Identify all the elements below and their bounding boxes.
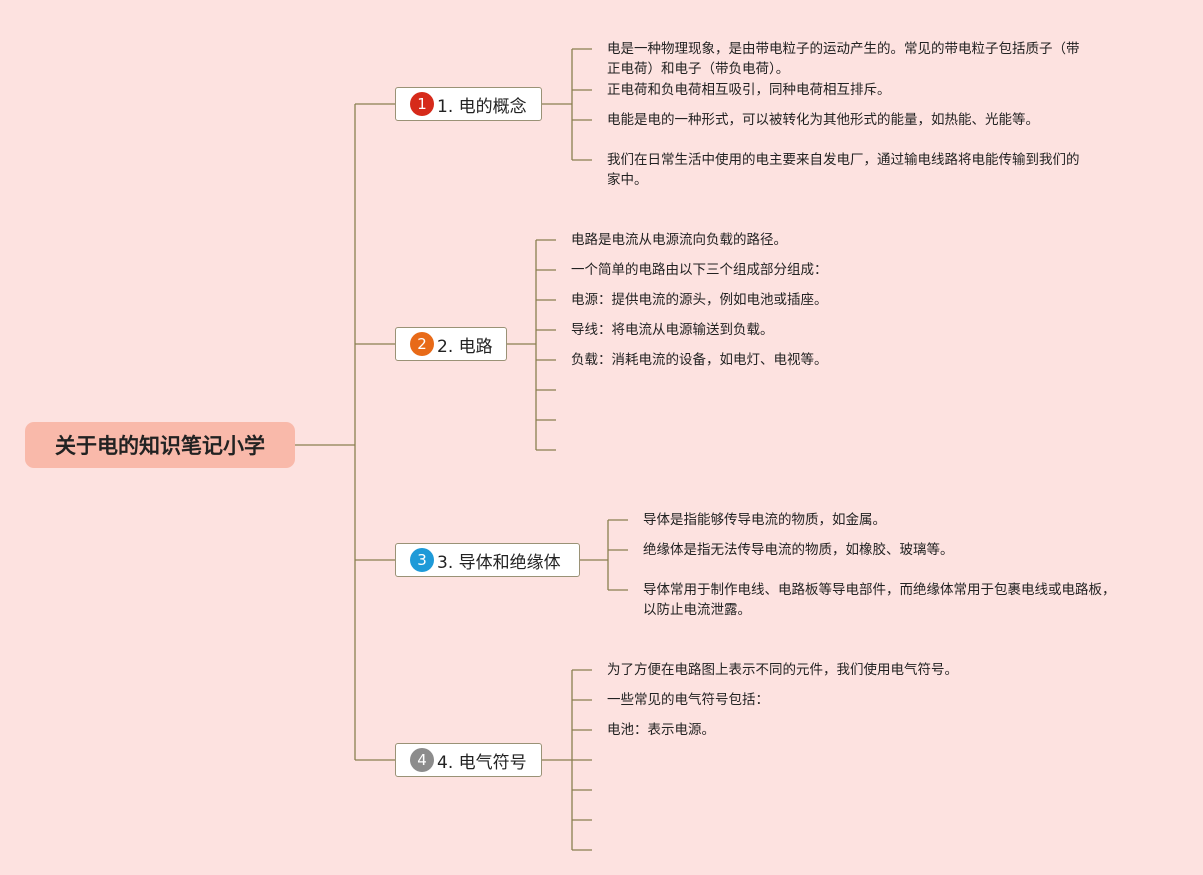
leaf-note-line: 家中。 (607, 172, 648, 188)
leaf-note-line: 电源：提供电流的源头，例如电池或插座。 (571, 292, 828, 308)
number-badge-icon: 2 (410, 332, 434, 356)
leaf-note-line: 正电荷）和电子（带负电荷）。 (607, 61, 790, 77)
leaf-note-line: 导线：将电流从电源输送到负载。 (571, 322, 774, 338)
leaf-note-line: 以防止电流泄露。 (643, 602, 751, 618)
topic-label: 2. 电路 (437, 336, 493, 357)
number-badge-icon: 1 (410, 92, 434, 116)
leaf-note-line: 为了方便在电路图上表示不同的元件，我们使用电气符号。 (607, 662, 958, 678)
leaf-note[interactable]: 电能是电的一种形式，可以被转化为其他形式的能量，如热能、光能等。 (607, 110, 1039, 130)
leaf-note[interactable]: 导体是指能够传导电流的物质，如金属。 (643, 510, 886, 530)
leaf-note-line: 电能是电的一种形式，可以被转化为其他形式的能量，如热能、光能等。 (607, 112, 1039, 128)
leaf-note-line: 电池：表示电源。 (607, 722, 715, 738)
leaf-note-line: 电路是电流从电源流向负载的路径。 (571, 232, 787, 248)
leaf-note[interactable]: 电池：表示电源。 (607, 720, 715, 740)
leaf-note-line: 负载：消耗电流的设备，如电灯、电视等。 (571, 352, 828, 368)
leaf-note[interactable]: 一个简单的电路由以下三个组成部分组成： (571, 260, 828, 280)
root-topic-label: 关于电的知识笔记小学 (55, 434, 265, 458)
leaf-note-line: 导体常用于制作电线、电路板等导电部件，而绝缘体常用于包裹电线或电路板， (643, 582, 1116, 598)
leaf-note[interactable]: 我们在日常生活中使用的电主要来自发电厂，通过输电线路将电能传输到我们的家中。 (607, 150, 1080, 190)
leaf-note-line: 一些常见的电气符号包括： (607, 692, 769, 708)
leaf-note-line: 导体是指能够传导电流的物质，如金属。 (643, 512, 886, 528)
leaf-note[interactable]: 正电荷和负电荷相互吸引，同种电荷相互排斥。 (607, 80, 891, 100)
number-badge-icon: 3 (410, 548, 434, 572)
leaf-note[interactable]: 电路是电流从电源流向负载的路径。 (571, 230, 787, 250)
leaf-note-line: 正电荷和负电荷相互吸引，同种电荷相互排斥。 (607, 82, 891, 98)
leaf-note[interactable]: 电源：提供电流的源头，例如电池或插座。 (571, 290, 828, 310)
number-badge-icon: 4 (410, 748, 434, 772)
leaf-note[interactable]: 导线：将电流从电源输送到负载。 (571, 320, 774, 340)
leaf-note[interactable]: 为了方便在电路图上表示不同的元件，我们使用电气符号。 (607, 660, 958, 680)
topic-label: 1. 电的概念 (437, 96, 527, 117)
leaf-note[interactable]: 一些常见的电气符号包括： (607, 690, 769, 710)
leaf-note[interactable]: 导体常用于制作电线、电路板等导电部件，而绝缘体常用于包裹电线或电路板， 以防止电流… (643, 580, 1116, 620)
root-topic[interactable]: 关于电的知识笔记小学 (25, 422, 295, 468)
topic-label: 3. 导体和绝缘体 (437, 552, 561, 573)
leaf-note-line: 一个简单的电路由以下三个组成部分组成： (571, 262, 828, 278)
leaf-note[interactable]: 绝缘体是指无法传导电流的物质，如橡胶、玻璃等。 (643, 540, 954, 560)
leaf-note-line: 电是一种物理现象，是由带电粒子的运动产生的。常见的带电粒子包括质子（带 (607, 41, 1080, 57)
leaf-note[interactable]: 负载：消耗电流的设备，如电灯、电视等。 (571, 350, 828, 370)
leaf-note[interactable]: 电是一种物理现象，是由带电粒子的运动产生的。常见的带电粒子包括质子（带正电荷）和… (607, 39, 1080, 79)
leaf-note-line: 绝缘体是指无法传导电流的物质，如橡胶、玻璃等。 (643, 542, 954, 558)
leaf-note-line: 我们在日常生活中使用的电主要来自发电厂，通过输电线路将电能传输到我们的 (607, 152, 1080, 168)
topic-label: 4. 电气符号 (437, 752, 527, 773)
